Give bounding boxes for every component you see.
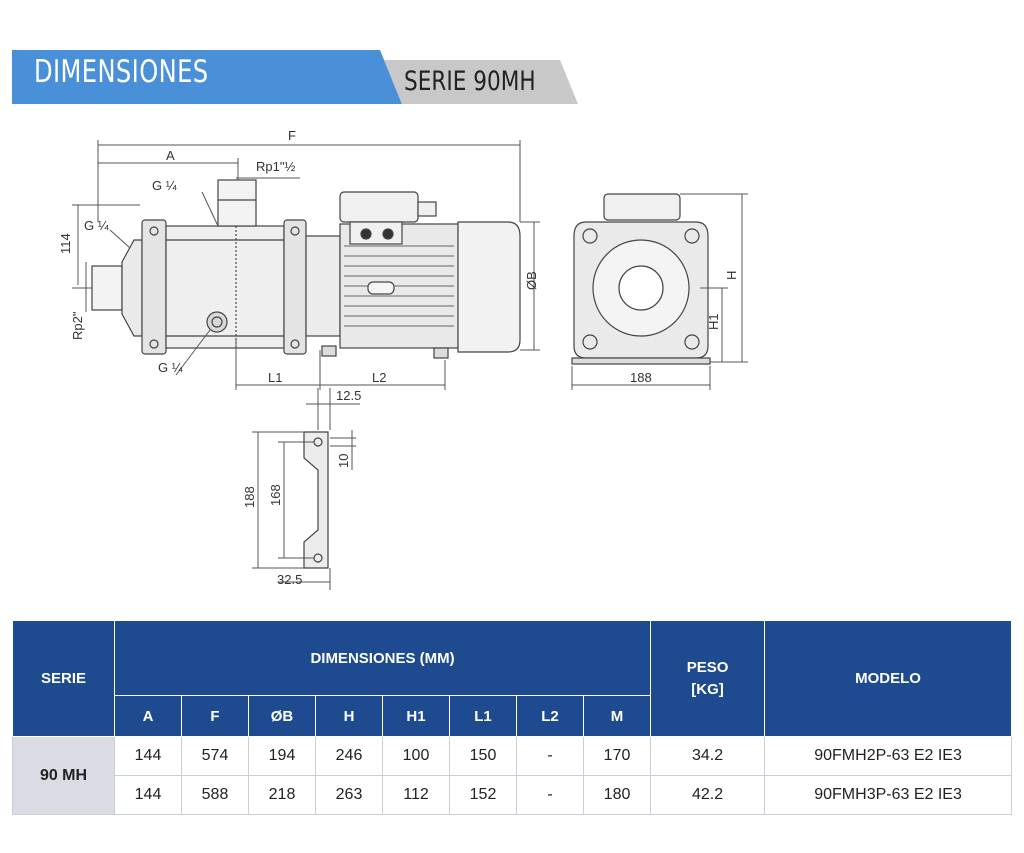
table-cell: 574 — [181, 736, 249, 776]
table-cell: 100 — [382, 736, 450, 776]
peso-cell: 42.2 — [650, 775, 766, 815]
foot-bracket-detail — [303, 431, 329, 569]
dim-label-114: 114 — [58, 233, 73, 254]
modelo-cell: 90FMH2P-63 E2 IE3 — [764, 736, 1013, 776]
front-view-dimensions — [571, 193, 748, 390]
table-cell: 180 — [582, 775, 652, 815]
pump-front-view — [571, 193, 711, 365]
col-header-ob: ØB — [248, 695, 316, 737]
table-cell: 150 — [449, 736, 517, 776]
dim-label-g-left: G ¼ — [84, 218, 109, 233]
modelo-cell: 90FMH3P-63 E2 IE3 — [764, 775, 1013, 815]
title-band — [12, 50, 402, 104]
series-subtitle: SERIE 90MH — [404, 66, 536, 97]
table-cell: 170 — [582, 736, 652, 776]
col-header-dimensions: DIMENSIONES (MM) — [113, 620, 652, 696]
dim-label-ob: ØB — [524, 271, 539, 290]
dim-label-32-5: 32.5 — [277, 572, 302, 587]
table-cell: 194 — [248, 736, 316, 776]
serie-name-cell: 90 MH — [12, 736, 115, 815]
dim-label-width-188: 188 — [630, 370, 652, 385]
table-cell: 218 — [248, 775, 316, 815]
side-view-dimensions — [72, 140, 540, 390]
col-header-serie: SERIE — [12, 620, 115, 737]
col-header-m: M — [582, 695, 652, 737]
table-row: 90 MH 144 574 194 246 100 150 - 170 34.2… — [12, 736, 1013, 815]
col-header-h1: H1 — [382, 695, 450, 737]
table-cell: - — [516, 775, 584, 815]
table-row: 144 588 218 263 112 152 - 180 42.2 90FMH… — [13, 775, 1013, 815]
table-cell: 246 — [315, 736, 383, 776]
pump-technical-drawing: F A Rp1"½ G ¼ G ¼ G ¼ 114 Rp2" ØB L1 L2 … — [58, 128, 748, 590]
table-cell: 144 — [114, 736, 182, 776]
dim-label-f: F — [288, 128, 296, 143]
dim-label-a: A — [166, 148, 175, 163]
dim-label-l2: L2 — [372, 370, 386, 385]
dim-label-g-bottom: G ¼ — [158, 360, 183, 375]
col-header-peso: PESO [KG] — [650, 620, 766, 737]
dim-label-188: 188 — [242, 486, 257, 508]
header-banner: DIMENSIONES SERIE 90MH — [0, 0, 1024, 120]
table-cell: 588 — [181, 775, 249, 815]
pump-side-view — [91, 179, 521, 359]
table-cell: - — [516, 736, 584, 776]
dim-label-h1: H1 — [706, 313, 721, 330]
col-header-a: A — [114, 695, 182, 737]
peso-cell: 34.2 — [650, 736, 766, 776]
col-header-l2: L2 — [516, 695, 584, 737]
dim-label-g-top: G ¼ — [152, 178, 177, 193]
col-header-modelo: MODELO — [764, 620, 1013, 737]
table-header-row: SERIE DIMENSIONES (MM) PESO [KG] MODELO — [12, 620, 1013, 737]
table-subheader-row: A F ØB H H1 L1 L2 M — [13, 695, 1012, 737]
dim-label-10: 10 — [336, 454, 351, 468]
bracket-dimensions — [252, 388, 360, 590]
banner-shapes — [12, 50, 578, 104]
dim-label-12-5: 12.5 — [336, 388, 361, 403]
col-header-l1: L1 — [449, 695, 517, 737]
table-cell: 144 — [114, 775, 182, 815]
table-cell: 152 — [449, 775, 517, 815]
table-cell: 112 — [382, 775, 450, 815]
dim-label-rp-outlet: Rp1"½ — [256, 159, 295, 174]
dim-label-rp2: Rp2" — [70, 311, 85, 340]
table-cell: 263 — [315, 775, 383, 815]
col-header-h: H — [315, 695, 383, 737]
page-title: DIMENSIONES — [34, 54, 209, 90]
dim-label-h: H — [724, 271, 739, 280]
dimensions-table: SERIE DIMENSIONES (MM) PESO [KG] MODELO … — [12, 620, 1013, 815]
col-header-f: F — [181, 695, 249, 737]
subtitle-band — [384, 60, 578, 104]
dim-label-168: 168 — [268, 484, 283, 506]
dim-label-l1: L1 — [268, 370, 282, 385]
